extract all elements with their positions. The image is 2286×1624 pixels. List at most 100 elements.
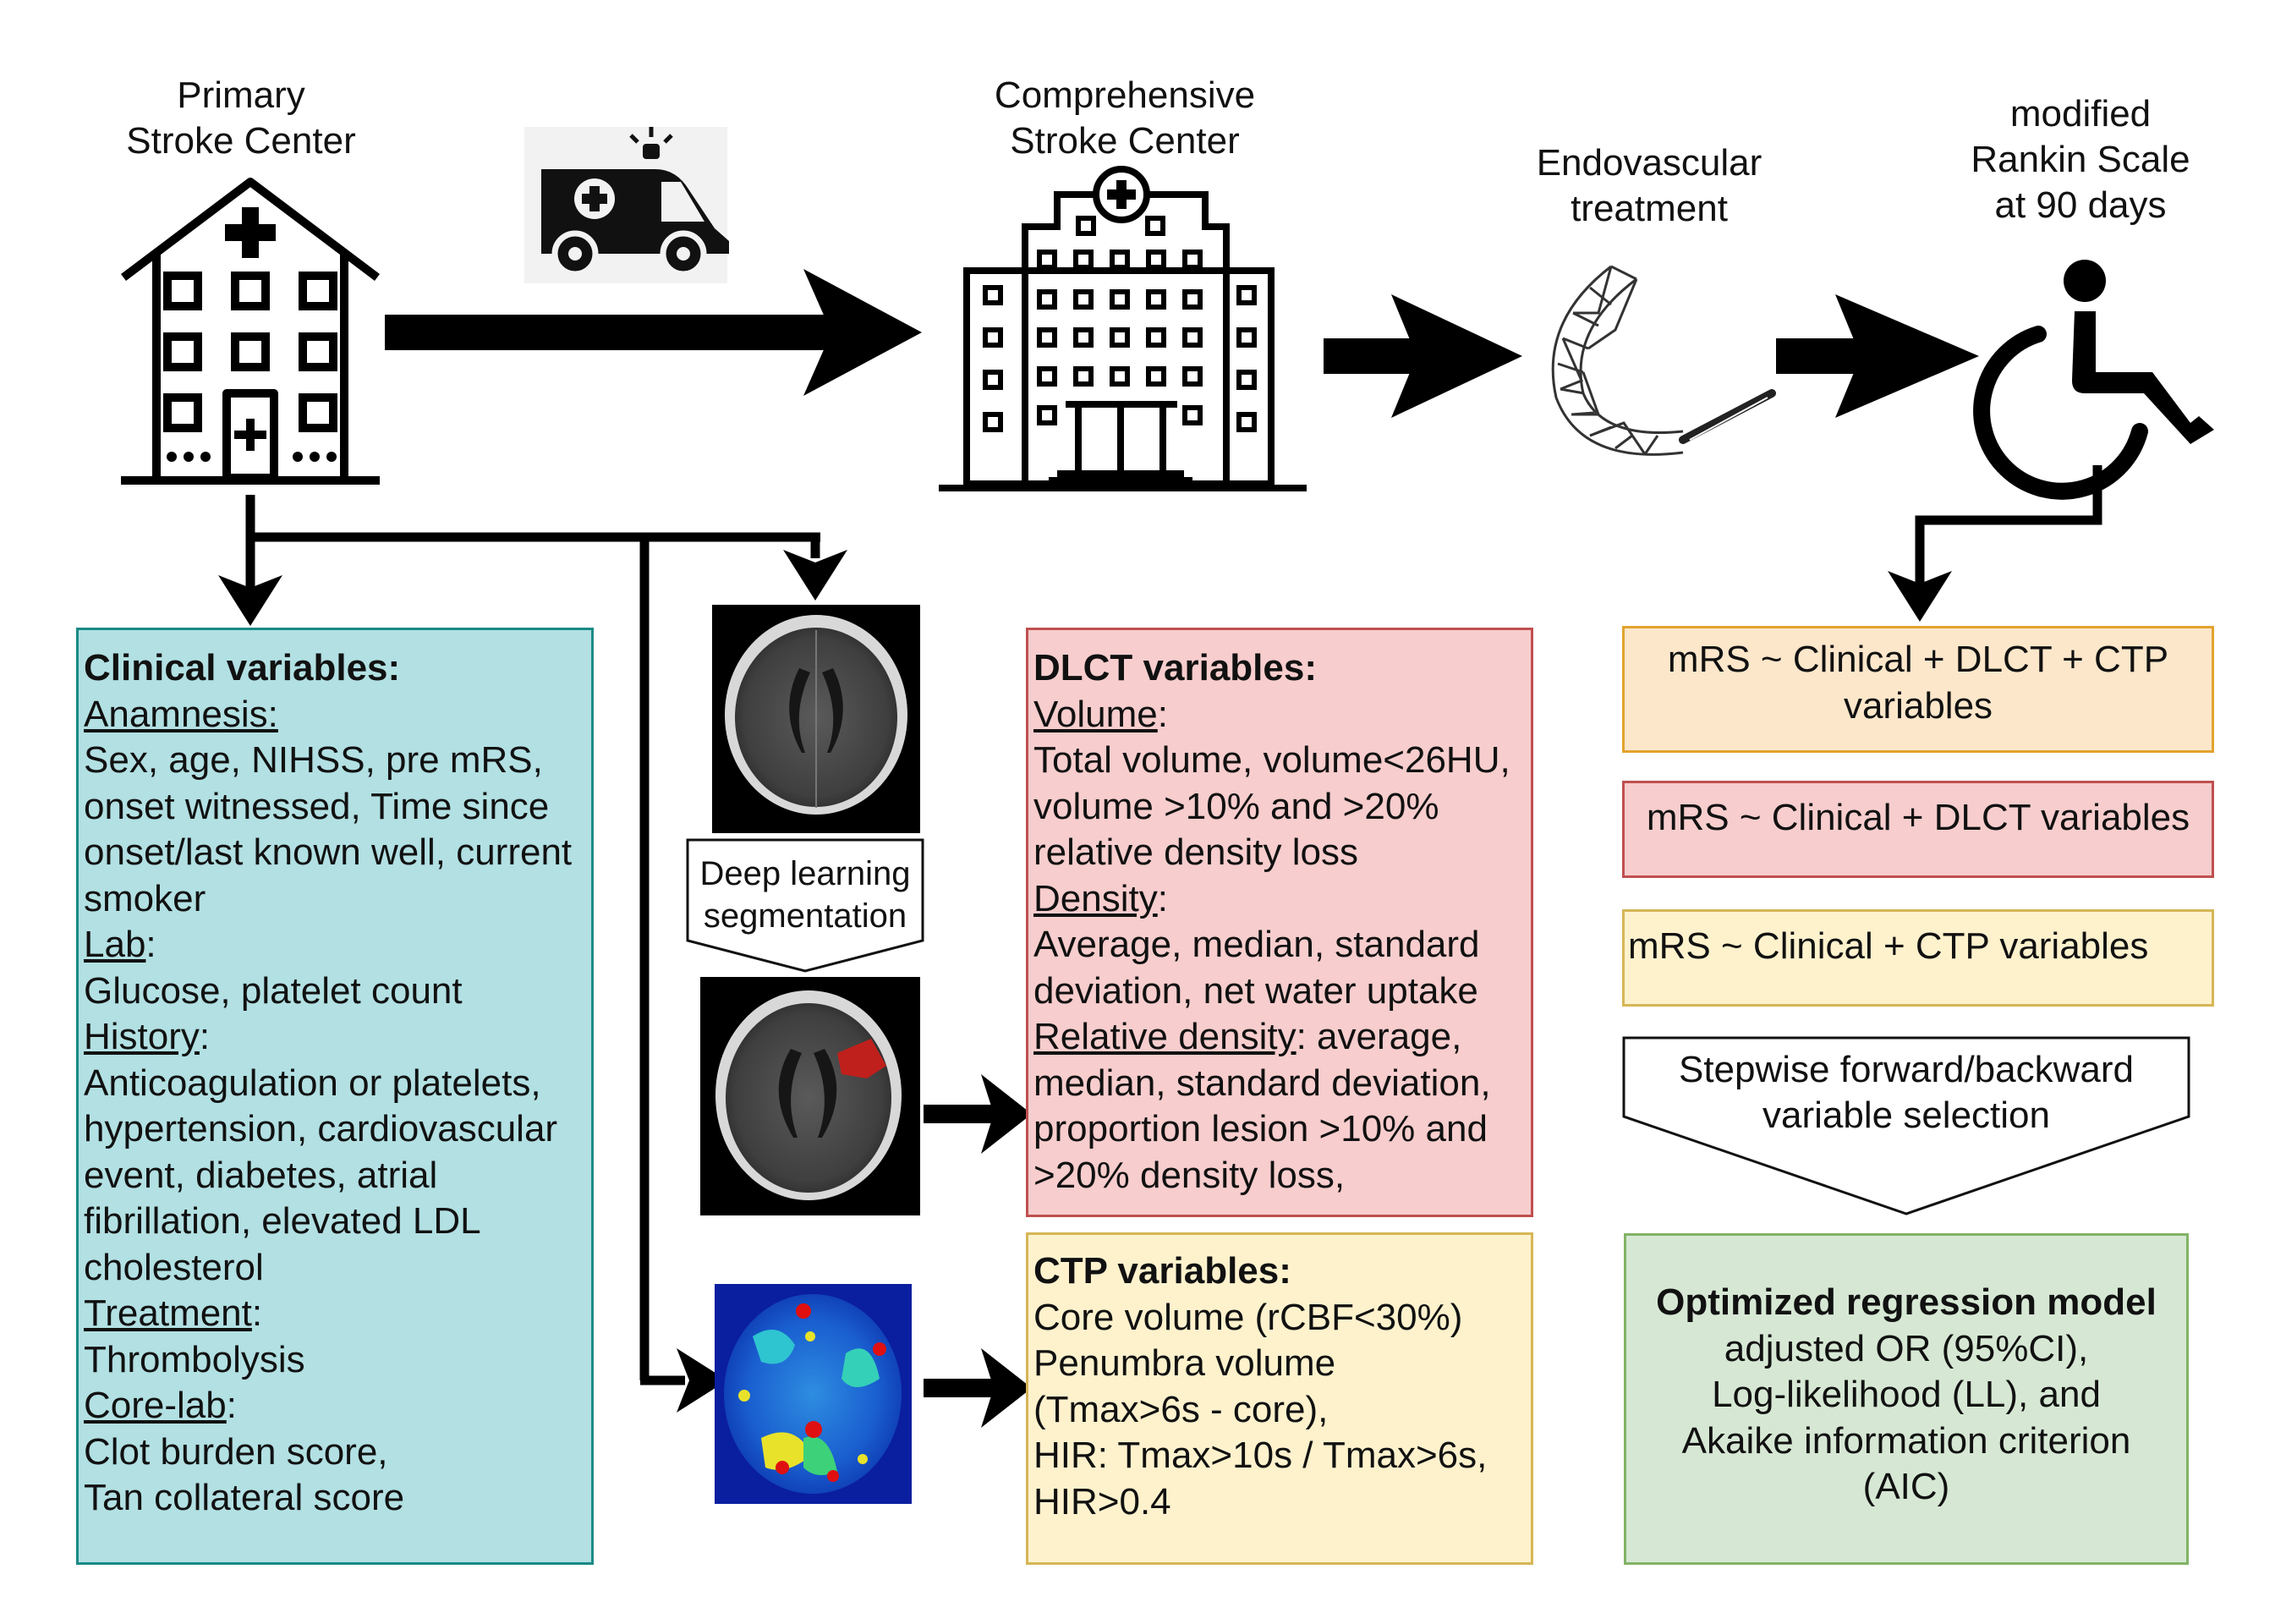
clinical-line: Sex, age, NIHSS, pre mRS, [84,738,591,784]
ctp-line: Core volume (rCBF<30%) [1033,1295,1531,1341]
dlct-line-text: Total volume, volume<26HU, [1033,739,1510,781]
dlct-line: relative density loss [1033,830,1531,876]
model-ctp-line: mRS ~ Clinical + CTP variables [1628,925,2149,967]
segmentation-step-shape [686,838,924,973]
hospital-icon [120,178,381,485]
transfer-arrow [385,269,922,396]
clinical-line: Core-lab: [84,1383,591,1429]
clinical-line: Anamnesis: [84,692,591,738]
clinical-line-text: fibrillation, elevated LDL [84,1200,481,1242]
dlct-line: deviation, net water uptake [1033,968,1531,1015]
optimized-model-box: Optimized regression model adjusted OR (… [1624,1233,2189,1565]
clinical-line: Glucose, platelet count [84,968,591,1015]
clinical-title: Clinical variables: [84,647,401,689]
stepwise-label: Stepwise forward/backward variable selec… [1678,1049,2134,1136]
dlct-line: Relative density: average, [1033,1014,1531,1061]
dlct-line-text: deviation, net water uptake [1033,969,1478,1012]
model-full-box: mRS ~ Clinical + DLCT + CTP variables [1622,626,2214,753]
dlct-line-text: proportion lesion >10% and [1033,1108,1488,1149]
ctp-line: HIR>0.4 [1033,1479,1531,1526]
clinical-line-text: event, diabetes, atrial [84,1154,438,1196]
dlct-line: volume >10% and >20% [1033,784,1531,831]
dlct-line-text: median, standard deviation, [1033,1062,1491,1104]
clinical-section-heading: Lab [84,924,146,965]
stepwise-selection-shape [1622,1036,2190,1215]
clinical-line-text: Thrombolysis [84,1338,305,1380]
model-ctp-box: mRS ~ Clinical + CTP variables [1622,909,2214,1007]
clinical-line: cholesterol [84,1245,591,1292]
clinical-section-heading: Core-lab [84,1385,227,1426]
clinical-line: History: [84,1014,591,1061]
clinical-line: Lab: [84,922,591,968]
mrs-outcome-label: modified Rankin Scale at 90 days [1971,93,2190,226]
clinical-line: event, diabetes, atrial [84,1153,591,1199]
ambulance-icon [524,127,729,283]
dlct-section-heading: Density [1033,877,1158,919]
stent-retriever-icon [1551,265,1776,456]
dlct-line: >20% density loss, [1033,1153,1531,1199]
clinical-line-text: Tan collateral score [84,1477,405,1518]
dlct-line: Total volume, volume<26HU, [1033,738,1531,784]
clinical-line-suffix: : [145,924,156,965]
ctp-variables-box: CTP variables: Core volume (rCBF<30%)Pen… [1026,1232,1533,1565]
clinical-line-text: Sex, age, NIHSS, pre mRS, [84,739,543,781]
outcome-arrow [1776,294,1979,418]
clinical-line: Thrombolysis [84,1337,591,1384]
clinical-line: Tan collateral score [84,1475,591,1522]
dlct-line: median, standard deviation, [1033,1061,1531,1107]
clinical-section-heading: Anamnesis: [84,693,278,735]
clinical-line: Treatment: [84,1291,591,1337]
hospital-windows [983,216,1257,432]
clinical-line-suffix: : [199,1016,211,1057]
brain-ct-image [712,605,920,833]
clinical-line: fibrillation, elevated LDL [84,1199,591,1245]
ctp-title: CTP variables: [1033,1250,1291,1292]
clinical-section-heading: History [84,1016,200,1057]
dlct-line: Density: [1033,876,1531,923]
ctp-line-text: HIR>0.4 [1033,1480,1171,1522]
dlct-line: Volume: [1033,692,1531,738]
clinical-variables-box: Clinical variables: Anamnesis: Sex, age,… [76,628,594,1565]
clinical-line-text: cholesterol [84,1246,264,1288]
dlct-line-text: volume >10% and >20% [1033,785,1439,827]
clinical-line: Clot burden score, [84,1429,591,1476]
model-dlct-line: mRS ~ Clinical + DLCT variables [1646,797,2190,838]
dlct-section-heading: Relative density [1033,1016,1296,1057]
clinical-line: Anticoagulation or platelets, [84,1061,591,1107]
clinical-line-text: onset/last known well, current [84,831,573,873]
dlct-line-text: Average, median, standard [1033,924,1480,965]
segmentation-label: Deep learning segmentation [699,855,911,935]
endovascular-label: Endovascular treatment [1536,142,1762,229]
clinical-line: onset/last known well, current [84,830,591,876]
outcome-connector [1888,465,2102,622]
model-dlct-box: mRS ~ Clinical + DLCT variables [1622,781,2214,878]
clinical-line-suffix: : [251,1292,263,1334]
dlct-variables-box: DLCT variables: Volume:Total volume, vol… [1026,628,1533,1217]
model-full-line-1: mRS ~ Clinical + DLCT + CTP [1667,639,2169,680]
dlct-line: proportion lesion >10% and [1033,1106,1531,1153]
optimized-line-4: (AIC) [1862,1466,1950,1507]
clinical-section-heading: Treatment [84,1292,252,1334]
clinical-line-text: Clot burden score, [84,1430,388,1473]
ctp-line-text: Core volume (rCBF<30%) [1033,1296,1463,1338]
dlct-line-suffix: : [1157,693,1168,735]
brain-ct-segmentation-image [700,977,920,1215]
ctp-line: HIR: Tmax>10s / Tmax>6s, [1033,1433,1531,1479]
ctp-line-text: (Tmax>6s - core), [1033,1388,1329,1430]
ctp-line-text: HIR: Tmax>10s / Tmax>6s, [1033,1435,1488,1476]
clinical-line: onset witnessed, Time since [84,784,591,831]
wheelchair-icon [1973,260,2214,500]
clinical-line-suffix: : [226,1385,237,1426]
dlct-section-heading: Volume [1033,693,1158,735]
clinical-line-text: hypertension, cardiovascular [84,1108,558,1149]
optimized-line-1: adjusted OR (95%CI), [1724,1327,2089,1369]
dlct-line-text: >20% density loss, [1033,1154,1346,1196]
dlct-line-suffix: : average, [1296,1016,1462,1057]
dlct-line-text: relative density loss [1033,831,1358,873]
treatment-arrow [1324,294,1522,418]
optimized-line-3: Akaike information criterion [1681,1419,2131,1462]
model-full-line-2: variables [1843,684,1993,727]
ctp-line-text: Penumbra volume [1033,1342,1336,1384]
brain-perfusion-map-image [715,1284,912,1504]
